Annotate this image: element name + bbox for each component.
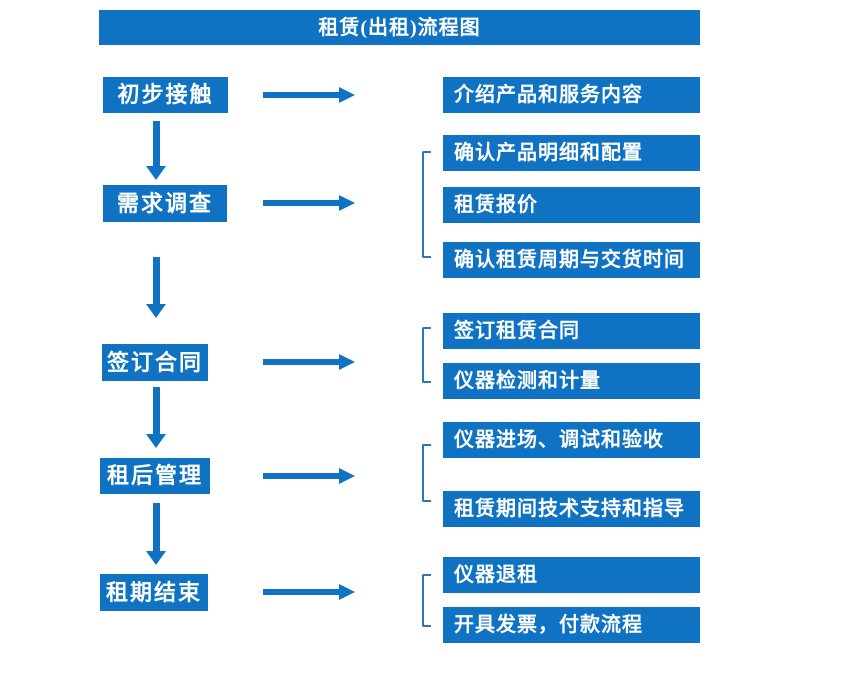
bracket-icon [422, 151, 431, 258]
arrow-right-icon [263, 468, 355, 484]
detail-box-confirm-config: 确认产品明细和配置 [443, 135, 700, 171]
stage-box-post-rental: 租后管理 [100, 458, 210, 494]
arrow-down-icon [146, 121, 166, 180]
bracket-icon [422, 327, 431, 383]
bracket-icon [422, 444, 431, 502]
arrow-right-icon [263, 354, 355, 370]
stage-box-rental-end: 租期结束 [100, 574, 208, 611]
detail-box-sign-rental-contract: 签订租赁合同 [443, 313, 700, 349]
bracket-icon [422, 574, 431, 627]
detail-box-rental-quote: 租赁报价 [443, 187, 700, 223]
detail-box-confirm-period: 确认租赁周期与交货时间 [443, 242, 700, 278]
detail-box-intro-services: 介绍产品和服务内容 [443, 77, 700, 113]
detail-box-invoice-payment: 开具发票，付款流程 [443, 607, 700, 643]
stage-box-initial-contact: 初步接触 [103, 77, 228, 113]
detail-box-tech-support: 租赁期间技术支持和指导 [443, 491, 700, 527]
detail-box-instrument-setup: 仪器进场、调试和验收 [443, 422, 700, 458]
detail-box-instrument-return: 仪器退租 [443, 557, 700, 593]
arrow-down-icon [146, 387, 166, 448]
flowchart-title: 租赁(出租)流程图 [99, 10, 700, 45]
arrow-right-icon [263, 87, 355, 103]
arrow-right-icon [263, 584, 355, 600]
arrow-down-icon [146, 503, 166, 565]
stage-box-sign-contract: 签订合同 [102, 344, 208, 381]
stage-box-demand-survey: 需求调查 [103, 185, 227, 222]
arrow-down-icon [146, 257, 166, 318]
arrow-right-icon [263, 195, 355, 211]
detail-box-instrument-testing: 仪器检测和计量 [443, 363, 700, 399]
